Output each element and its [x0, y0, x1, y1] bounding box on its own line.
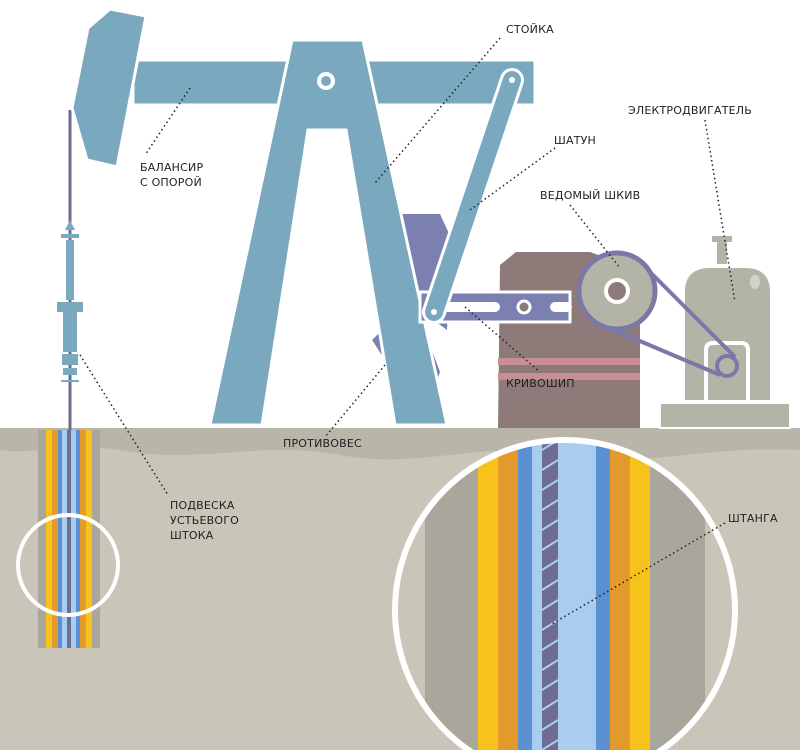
well-small: [16, 430, 120, 648]
well-magnified: [392, 437, 738, 750]
zoom-circle-large: [392, 437, 738, 750]
label-balansir: БАЛАНСИР С ОПОРОЙ: [140, 160, 203, 190]
label-podveska-line3: ШТОКА: [170, 529, 214, 542]
polished-rod: [57, 110, 83, 430]
motor-pulley: [715, 354, 739, 378]
pivot-bearing: [317, 72, 335, 90]
leader-lines: [79, 37, 736, 626]
electric-motor: [659, 236, 791, 429]
label-stoyka: СТОЙКА: [506, 23, 554, 36]
label-podveska-line1: ПОДВЕСКА: [170, 499, 235, 512]
label-shatun: ШАТУН: [554, 134, 596, 147]
label-podveska-line2: УСТЬЕВОГО: [170, 514, 239, 527]
label-elektrodvigatel: ЭЛЕКТРОДВИГАТЕЛЬ: [628, 104, 753, 117]
zoom-circle-small: [16, 513, 120, 617]
samson-post: [208, 38, 449, 427]
label-vedomy-shkiv: ВЕДОМЫЙ ШКИВ: [540, 189, 641, 202]
label-krivoship: КРИВОШИП: [506, 377, 575, 390]
label-podveska: ПОДВЕСКА УСТЬЕВОГО ШТОКА: [170, 498, 239, 543]
label-shtanga: ШТАНГА: [728, 512, 778, 525]
label-balansir-line1: БАЛАНСИР: [140, 161, 204, 174]
label-balansir-line2: С ОПОРОЙ: [140, 176, 202, 189]
connecting-rod: [422, 68, 524, 324]
belt-drive: [576, 250, 739, 378]
horse-head: [70, 7, 148, 169]
label-protivoves: ПРОТИВОВЕС: [283, 437, 362, 450]
